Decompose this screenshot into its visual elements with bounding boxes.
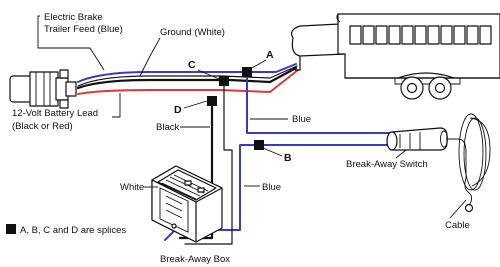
label-splice-d: D [174,104,182,116]
trailer [290,13,500,100]
label-battery-line1: 12-Volt Battery Lead [12,108,98,119]
breakaway-switch [386,113,491,213]
pointer-splice-c [197,69,220,80]
pointer-feed [37,15,105,71]
label-feed-line1: Electric Brake [44,12,103,23]
pointer-splice-a [251,59,267,69]
label-splice-b: B [284,152,292,164]
blue-feed-wire [77,63,297,83]
blue-wire-to-box [164,144,260,241]
wiring [76,63,396,245]
white-wire-to-box [184,81,233,245]
trailer-wheels [400,76,452,100]
label-ground: Ground (White) [160,27,225,38]
label-cable: Cable [445,220,470,231]
label-feed-line2: Trailer Feed (Blue) [44,24,123,35]
label-blue-lower: Blue [262,182,281,193]
tow-vehicle-connector [9,69,77,109]
pointer-cable [449,199,467,219]
pointer-ground [139,37,161,77]
label-breakaway-box: Break-Away Box [160,254,230,265]
labels: Electric Brake Trailer Feed (Blue) Groun… [12,12,470,265]
pointer-battery [112,93,121,118]
battery-lead-black [76,66,298,90]
pointer-splice-b [262,147,283,157]
blue-wire-to-switch [246,71,396,134]
breakaway-cable [448,113,491,213]
splice-d [207,96,217,106]
legend-text: A, B, C and D are splices [20,225,126,236]
splice-c [219,76,229,86]
legend-splice-swatch [6,224,16,234]
splice-a [242,67,252,77]
battery-lead-red [77,69,299,95]
splice-b [254,140,264,150]
splices [207,67,264,150]
label-battery-line2: (Black or Red) [12,121,73,132]
label-breakaway-switch: Break-Away Switch [346,159,428,170]
pointer-breakaway-switch [395,149,407,159]
trailer-windows [349,25,492,45]
breakaway-box [151,165,223,243]
label-blue-upper: Blue [292,114,311,125]
label-white: White [120,182,144,193]
legend: A, B, C and D are splices [6,224,126,236]
label-black: Black [156,122,179,133]
label-splice-c: C [188,59,196,71]
pointer-splice-d [183,100,208,109]
ground-wire-white [77,65,298,87]
label-splice-a: A [266,49,274,61]
